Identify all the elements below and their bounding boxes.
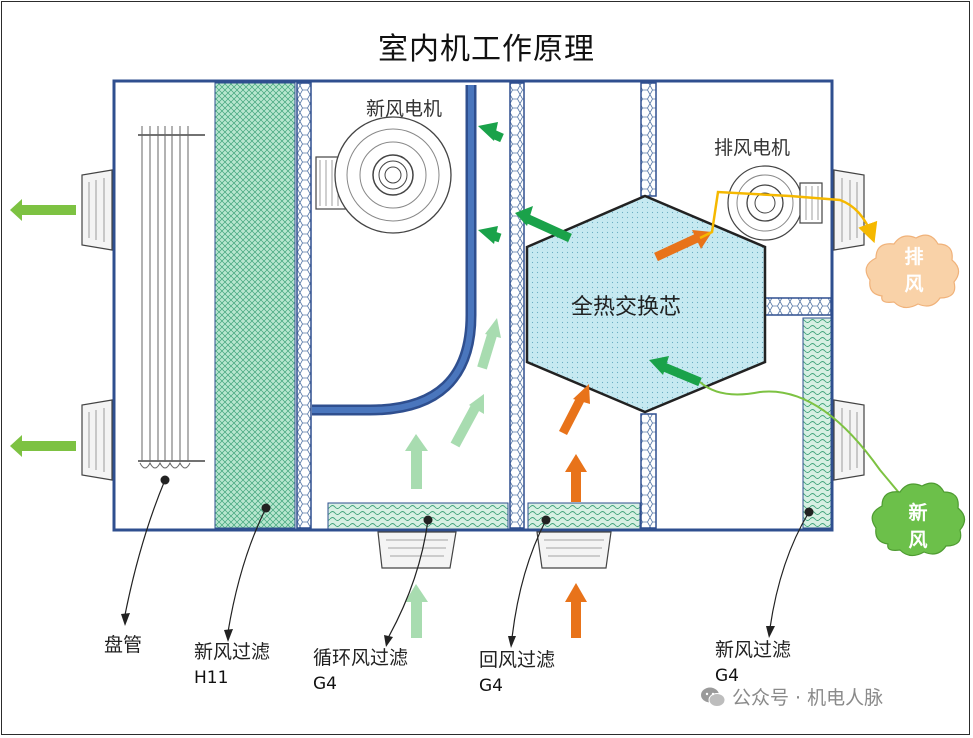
coil-assembly: [138, 126, 205, 469]
exhaust-motor-icon: [727, 165, 823, 241]
return-filter-label: 回风过滤: [479, 649, 556, 671]
fresh-motor-label: 新风电机: [366, 98, 443, 120]
supply-arrow-upper: [10, 199, 76, 221]
fresh-filter-g4: [802, 317, 832, 529]
coil-label: 盘管: [104, 634, 143, 656]
leader-return: [511, 519, 547, 639]
leader-h11: [227, 507, 267, 633]
fresh-cloud-text-2: 风: [908, 529, 928, 551]
recirc-inlet: [377, 531, 457, 569]
partition-wall-2: [509, 82, 525, 529]
return-arrow-4: [565, 583, 587, 638]
h11-filter: [214, 82, 296, 529]
diagram-title: 室内机工作原理: [378, 32, 595, 67]
wechat-icon: [701, 687, 726, 707]
fresh-filter-g4-grade: G4: [715, 666, 739, 686]
fresh-path-line: [699, 381, 906, 501]
heat-exchanger-core: [525, 194, 767, 414]
exhaust-cloud-icon: [865, 234, 960, 309]
recirc-filter-label: 循环风过滤: [313, 647, 409, 669]
fresh-arrow-4: [649, 356, 702, 387]
partition-wall-1: [296, 82, 312, 529]
partition-wall-3-top: [640, 82, 657, 197]
exhaust-cloud-text-2: 风: [904, 273, 924, 295]
recirc-filter-grade: G4: [313, 674, 337, 694]
supply-arrow-lower: [10, 435, 76, 457]
fresh-air-motor-icon: [315, 116, 452, 234]
fresh-air-inlet: [833, 399, 865, 481]
fresh-arrow-2: [478, 226, 502, 244]
fresh-cloud-text-1: 新: [908, 502, 928, 524]
supply-outlet-upper: [81, 169, 113, 251]
leader-coil: [124, 479, 166, 616]
exhaust-outlet: [833, 169, 865, 251]
leader-recirc: [387, 519, 429, 639]
heat-exchanger-label: 全热交换芯: [571, 295, 682, 320]
return-arrow-1: [565, 454, 587, 502]
fresh-filter-h11-grade: H11: [194, 668, 229, 688]
partition-shelf: [764, 297, 832, 316]
recirc-arrow-2: [450, 394, 484, 448]
supply-outlet-lower: [81, 399, 113, 481]
fresh-cloud-icon: [871, 482, 966, 557]
recirc-arrow-4: [405, 584, 428, 638]
recirc-arrow-3: [477, 318, 501, 370]
recirc-arrow-1: [405, 434, 428, 489]
leader-fresh-g4: [769, 511, 810, 629]
fresh-filter-h11-label: 新风过滤: [194, 641, 271, 663]
return-inlet: [536, 531, 612, 569]
exhaust-path-line: [699, 190, 878, 244]
return-arrow-2: [558, 384, 590, 436]
exhaust-cloud-text-1: 排: [904, 246, 924, 268]
recirc-filter: [327, 502, 509, 530]
fresh-filter-g4-label: 新风过滤: [715, 639, 792, 661]
watermark: 公众号 · 机电人脉: [700, 683, 883, 710]
watermark-text: 公众号 · 机电人脉: [732, 687, 884, 709]
partition-wall-3-bottom: [640, 413, 657, 529]
fresh-arrow-3: [478, 122, 504, 143]
exhaust-motor-label: 排风电机: [714, 137, 791, 159]
return-filter-grade: G4: [479, 676, 503, 696]
fresh-arrow-1: [515, 206, 572, 243]
